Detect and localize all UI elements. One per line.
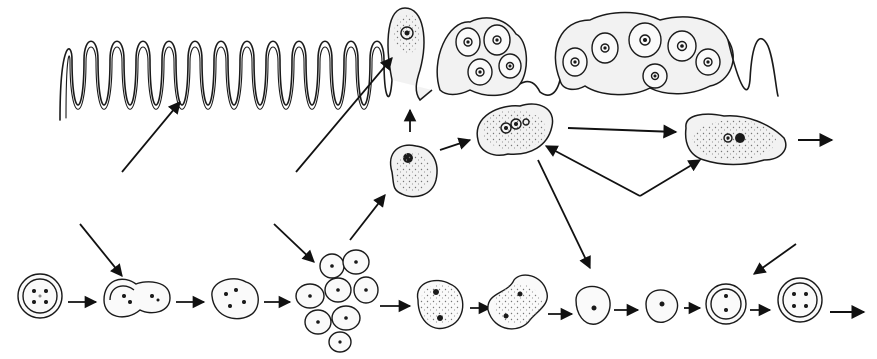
cyst-binucleate xyxy=(706,284,746,324)
cyst-mononucleate xyxy=(646,290,678,322)
cyst-mature-quadrinucleate xyxy=(778,278,822,322)
epithelium-right-fold xyxy=(728,39,778,96)
dividing-trophozoite xyxy=(488,275,547,329)
arrow-to-mature-cyst xyxy=(754,244,796,274)
epithelium-connector xyxy=(520,80,560,95)
arrow-to-villi xyxy=(122,102,180,172)
arrow-large-to-bottom xyxy=(538,160,590,268)
cyst-quadrinucleate xyxy=(18,274,62,318)
arrow-large-to-amoeboid xyxy=(568,128,676,132)
arrow-pair-pointer xyxy=(546,146,640,196)
arrow-to-cluster xyxy=(274,224,314,262)
arrow-cluster-to-early xyxy=(350,195,385,240)
intestinal-villi-inner xyxy=(66,47,382,118)
precyst-binucleate xyxy=(418,281,463,329)
arrow-pair-pointer-2 xyxy=(640,160,700,196)
arrow-to-budding-cyst xyxy=(80,224,122,276)
trophozoite-cluster xyxy=(296,250,378,352)
arrow-early-to-large xyxy=(440,140,470,150)
metacystic-amoeba xyxy=(212,279,258,319)
precyst-small xyxy=(576,286,610,324)
cyst-excysting xyxy=(104,279,170,317)
